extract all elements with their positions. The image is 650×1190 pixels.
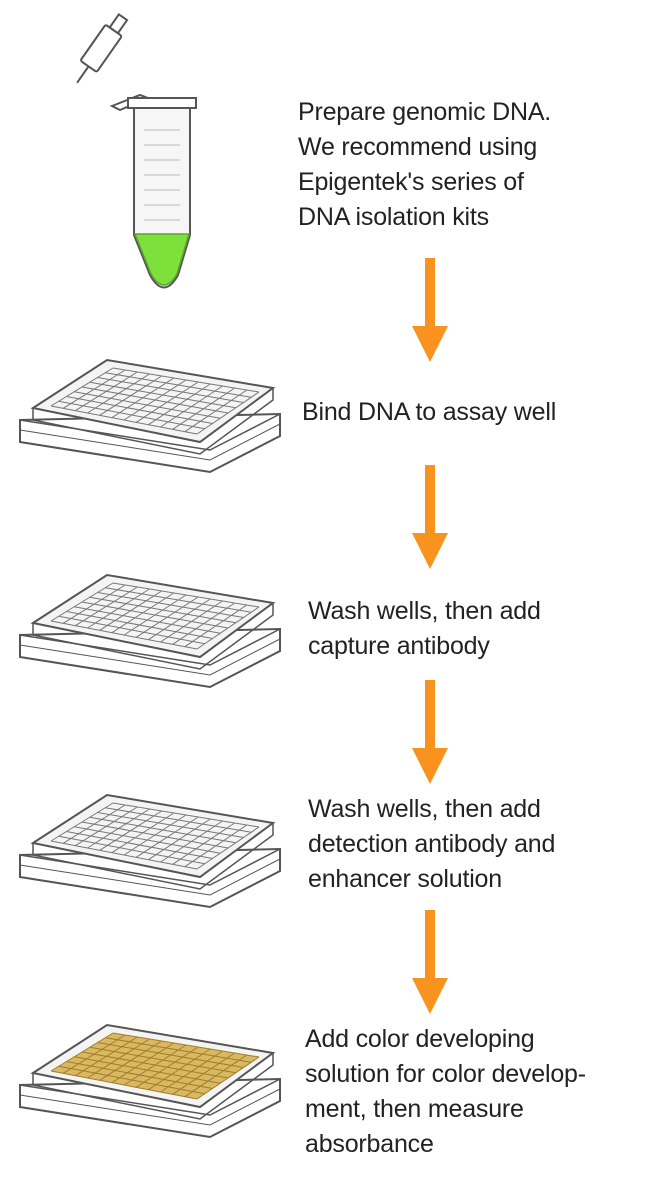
step-1-line: We recommend using bbox=[298, 133, 538, 161]
step-3-text: Wash wells, then add capture antibody bbox=[308, 594, 541, 664]
microcentrifuge-tube-icon bbox=[76, 12, 197, 289]
step-5-line: Add color developing bbox=[305, 1025, 535, 1053]
step-3-line: capture antibody bbox=[308, 632, 490, 660]
step-4-line: Wash wells, then add bbox=[308, 795, 541, 823]
step-2-text: Bind DNA to assay well bbox=[302, 395, 556, 430]
down-arrow-icon bbox=[412, 465, 448, 569]
step-1-line: Prepare genomic DNA. bbox=[298, 98, 552, 126]
step-2-line: Bind DNA to assay well bbox=[302, 398, 557, 426]
step-5-text: Add color developing solution for color … bbox=[305, 1022, 586, 1162]
microplate-icon bbox=[19, 793, 281, 909]
microplate-icon bbox=[19, 358, 281, 474]
step-4-line: enhancer solution bbox=[308, 865, 502, 893]
step-1-line: Epigentek's series of bbox=[298, 168, 524, 196]
step-3-line: Wash wells, then add bbox=[308, 597, 541, 625]
microplate-icon bbox=[19, 573, 281, 689]
step-4-text: Wash wells, then add detection antibody … bbox=[308, 792, 555, 897]
colored-microplate-icon bbox=[19, 1023, 281, 1139]
down-arrow-icon bbox=[412, 680, 448, 784]
step-5-line: solution for color develop- bbox=[305, 1060, 586, 1088]
step-5-line: ment, then measure bbox=[305, 1095, 524, 1123]
down-arrow-icon bbox=[412, 910, 448, 1014]
step-1-line: DNA isolation kits bbox=[298, 203, 489, 231]
step-5-line: absorbance bbox=[305, 1130, 434, 1158]
step-1-text: Prepare genomic DNA. We recommend using … bbox=[298, 95, 551, 235]
step-4-line: detection antibody and bbox=[308, 830, 556, 858]
down-arrow-icon bbox=[412, 258, 448, 362]
